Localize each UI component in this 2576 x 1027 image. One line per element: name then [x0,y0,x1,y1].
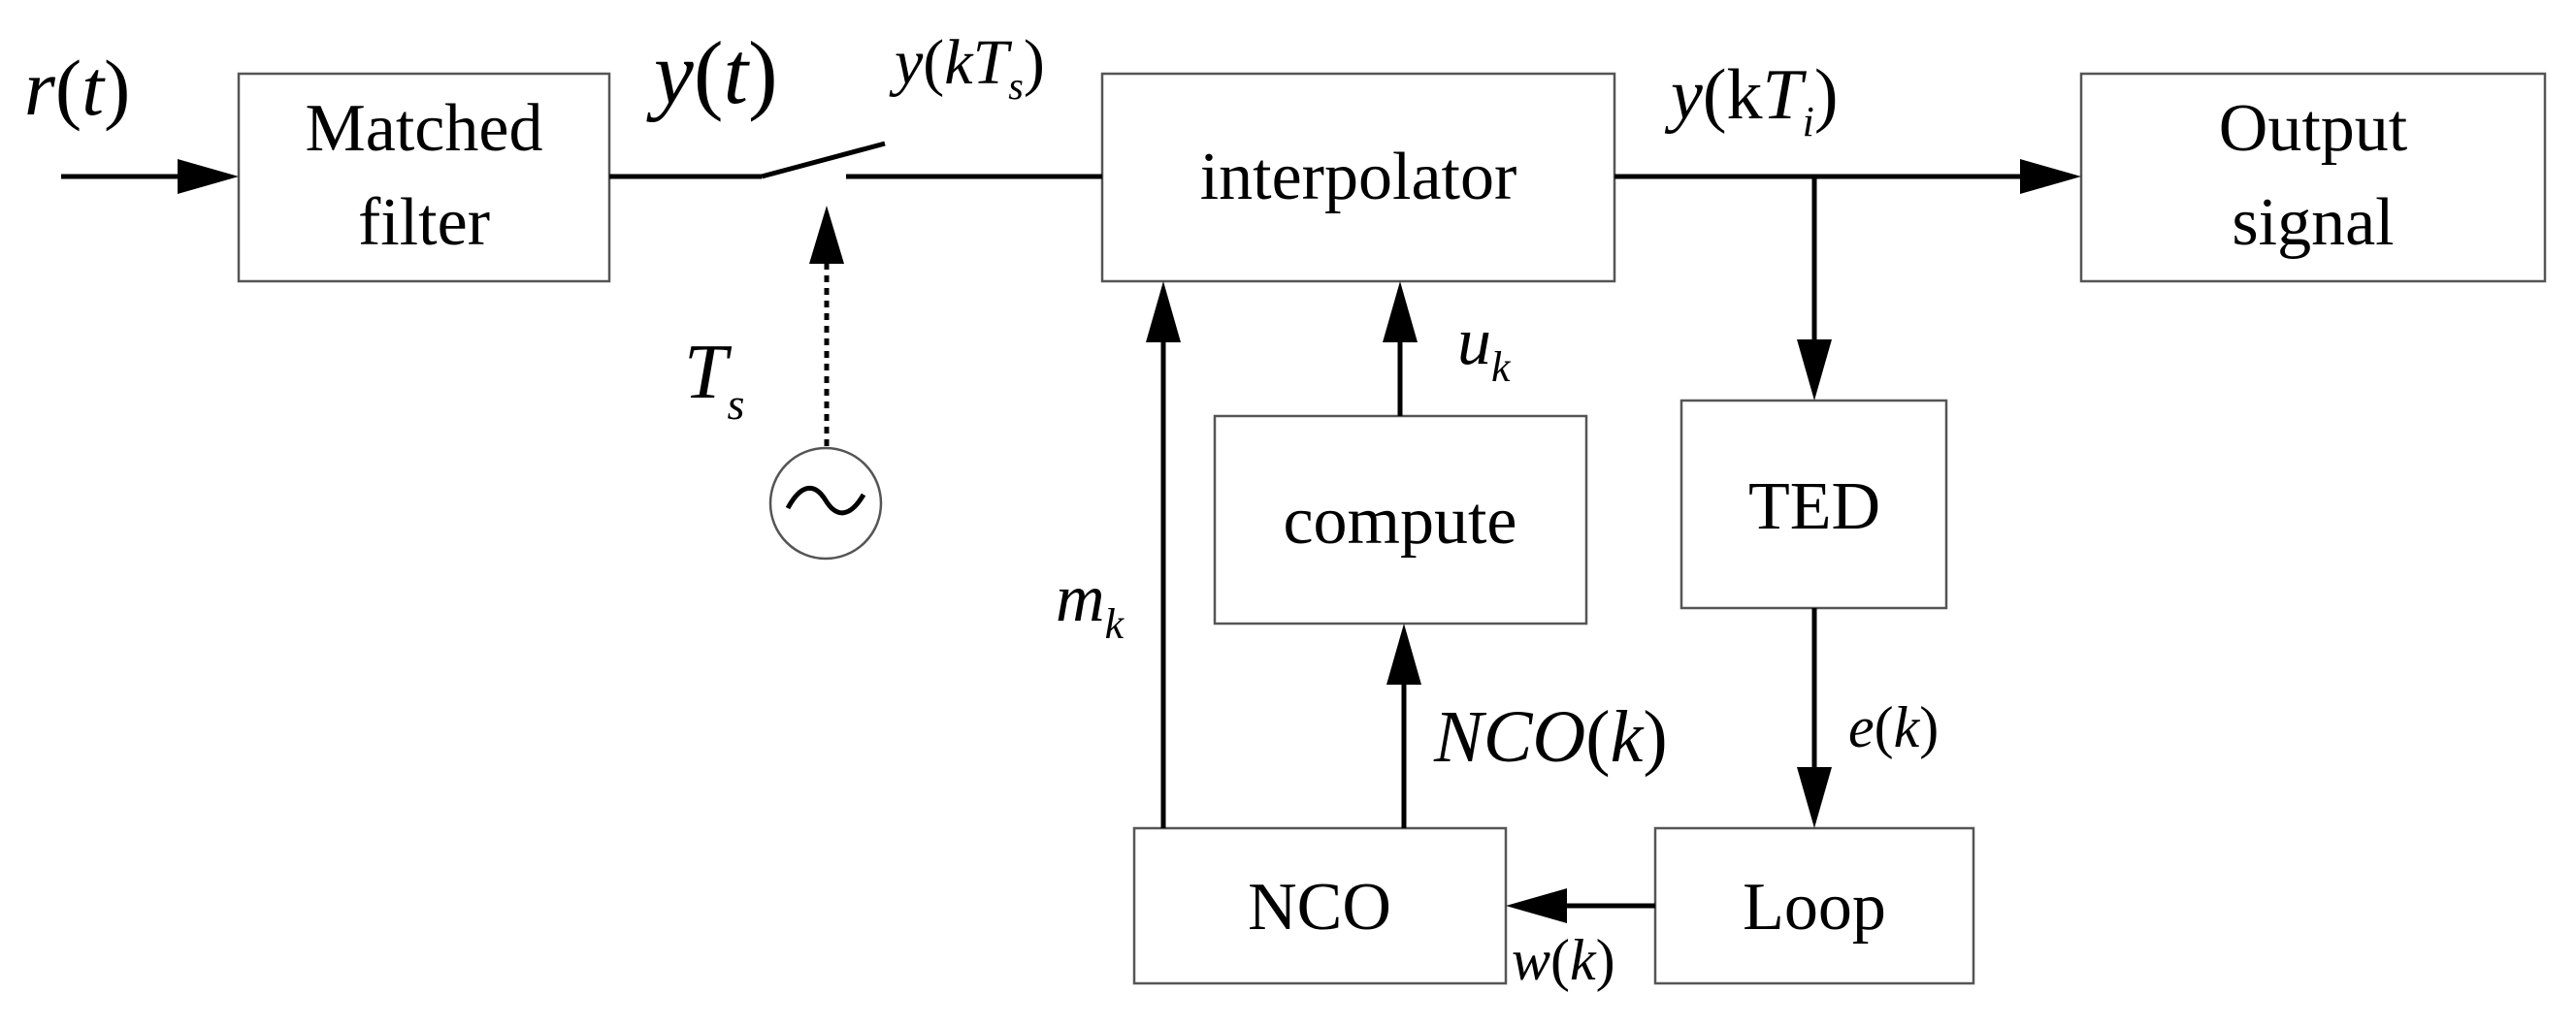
wires [61,141,2038,909]
arrow-into-output-signal [2020,159,2081,194]
ted-block: TED [1679,399,1948,610]
arrow-into-ted [1797,339,1832,401]
arrow-mk-into-interpolator [1146,281,1181,342]
signal-w-k: w(k) [1512,928,1615,992]
arrow-clock-to-switch [809,206,844,264]
oscillator-icon [768,446,883,561]
arrow-into-compute [1386,624,1421,685]
signal-y-kTs: y(kTs) [889,27,1045,108]
signal-u-k: uk [1457,305,1512,391]
signal-nco-k: NCO(k) [1433,696,1668,778]
loop-block: Loop [1653,826,1975,985]
interpolator-block: interpolator [1100,72,1616,283]
signal-m-k: mk [1056,562,1125,648]
arrow-uk-into-interpolator [1383,281,1418,342]
compute-block: compute [1213,414,1588,626]
arrowheads [178,159,2081,923]
arrow-into-loop [1797,767,1832,828]
output-signal-label-line1: Output [2219,91,2408,166]
interpolator-label: interpolator [1200,140,1517,214]
matched-filter-label-line1: Matched [306,91,543,166]
signal-e-k: e(k) [1848,695,1939,759]
signal-y-kTi: y(kTi) [1664,55,1839,145]
nco-block: NCO [1132,826,1508,985]
signal-y-t: y(t) [646,23,778,122]
matched-filter-block: Matched filter [237,72,611,283]
arrow-into-nco [1506,888,1567,923]
matched-filter-label-line2: filter [358,185,490,260]
signal-Ts: Ts [684,330,744,429]
nco-label: NCO [1248,870,1391,945]
signal-r-t: r(t) [24,44,130,132]
arrow-into-matched-filter [178,159,239,194]
sampling-switch [761,141,886,179]
output-signal-label-line2: signal [2232,185,2394,260]
compute-label: compute [1283,484,1516,559]
loop-label: Loop [1743,870,1886,945]
output-signal-block: Output signal [2079,72,2547,283]
ted-label: TED [1748,469,1880,544]
